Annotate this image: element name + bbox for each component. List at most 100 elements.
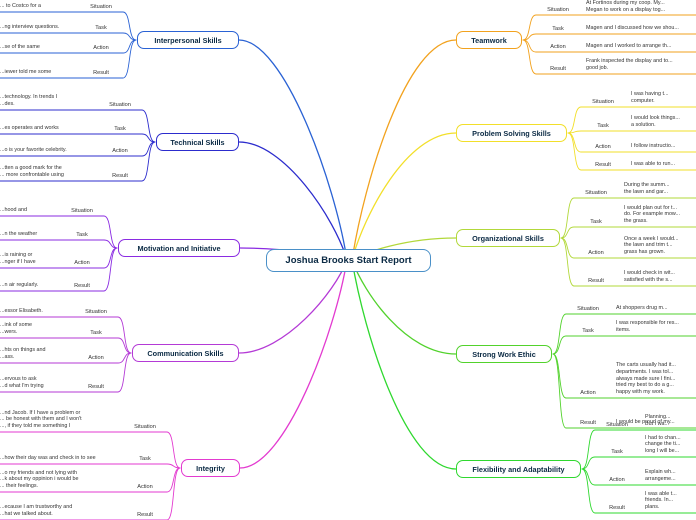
- leaf-text: I would check in wit... satisfied with t…: [624, 270, 675, 284]
- leaf-text: ...ervous to ask ...d what I'm trying: [0, 376, 44, 390]
- sub-label-task[interactable]: Task: [95, 25, 107, 31]
- sub-connector: [166, 463, 181, 469]
- leaf-text: I follow instructio...: [631, 143, 676, 150]
- sub-label-action[interactable]: Action: [88, 355, 104, 361]
- sub-label-result[interactable]: Result: [595, 162, 611, 168]
- leaf-text: ...es operates and works: [0, 125, 59, 132]
- central-topic[interactable]: Joshua Brooks Start Report: [266, 249, 431, 272]
- topic-label: Communication Skills: [147, 348, 224, 358]
- sub-label-result[interactable]: Result: [93, 70, 109, 76]
- sub-label-task[interactable]: Task: [611, 449, 623, 455]
- sub-connector: [522, 39, 537, 53]
- sub-connector: [166, 431, 181, 469]
- sub-label-action[interactable]: Action: [74, 260, 90, 266]
- sub-label-task[interactable]: Task: [90, 330, 102, 336]
- topic-label: Teamwork: [471, 35, 507, 45]
- leaf-text: I was responsible for res... items.: [616, 320, 679, 334]
- sub-connector: [103, 239, 118, 249]
- sub-label-action[interactable]: Action: [595, 144, 611, 150]
- central-topic-label: Joshua Brooks Start Report: [285, 255, 412, 266]
- sub-label-task[interactable]: Task: [114, 126, 126, 132]
- sub-label-result[interactable]: Result: [588, 278, 604, 284]
- sub-label-action[interactable]: Action: [137, 484, 153, 490]
- leaf-text: ...se of the same: [0, 44, 40, 51]
- sub-label-situation[interactable]: Situation: [109, 102, 131, 108]
- sub-connector: [581, 429, 596, 470]
- sub-connector: [552, 313, 567, 355]
- sub-label-situation[interactable]: Situation: [577, 306, 599, 312]
- topic-label: Problem Solving Skills: [472, 128, 551, 138]
- leaf-text: ...n air regularly.: [0, 282, 39, 289]
- sub-connector: [103, 247, 118, 269]
- sub-label-situation[interactable]: Situation: [547, 7, 569, 13]
- topic-communication[interactable]: Communication Skills: [132, 344, 239, 362]
- sub-connector: [117, 352, 132, 393]
- leaf-text: I was able to run...: [631, 161, 676, 168]
- topic-motivation[interactable]: Motivation and Initiative: [118, 239, 240, 257]
- sub-label-situation[interactable]: Situation: [71, 208, 93, 214]
- leaf-text: Once a week I would... the lawn and trim…: [624, 235, 679, 256]
- sub-label-task[interactable]: Task: [139, 456, 151, 462]
- sub-label-situation[interactable]: Situation: [85, 309, 107, 315]
- topic-workethic[interactable]: Strong Work Ethic: [456, 345, 552, 363]
- sub-label-result[interactable]: Result: [609, 505, 625, 511]
- sub-label-result[interactable]: Result: [112, 173, 128, 179]
- sub-label-task[interactable]: Task: [597, 123, 609, 129]
- leaf-text: ...iewer told me some: [0, 69, 52, 76]
- leaf-text: At Fortinos during my coop. My... Megan …: [586, 0, 666, 13]
- leaf-text: I was able t... friends. In... plans.: [645, 490, 677, 511]
- sub-label-task[interactable]: Task: [552, 26, 564, 32]
- sub-label-result[interactable]: Result: [74, 283, 90, 289]
- topic-integrity[interactable]: Integrity: [181, 459, 240, 477]
- leaf-text: I had to chan... change the ti... long I…: [645, 434, 681, 455]
- topic-interpersonal[interactable]: Interpersonal Skills: [137, 31, 239, 49]
- sub-label-action[interactable]: Action: [93, 45, 109, 51]
- leaf-text: ...o is your favorite celebrity.: [0, 147, 67, 154]
- sub-connector: [560, 237, 575, 287]
- topic-label: Integrity: [196, 463, 225, 473]
- topic-label: Motivation and Initiative: [137, 243, 221, 253]
- topic-flexibility[interactable]: Flexibility and Adaptability: [456, 460, 581, 478]
- sub-connector: [166, 467, 181, 520]
- connector-interpersonal: [238, 39, 348, 261]
- sub-connector: [567, 106, 582, 134]
- leaf-text: ...technology. In trends I ...des.: [0, 94, 58, 108]
- sub-label-action[interactable]: Action: [550, 44, 566, 50]
- leaf-text: I would plan out for t... do. For exampl…: [624, 204, 681, 225]
- leaf-text: ...ng interview questions.: [0, 24, 60, 31]
- sub-label-situation[interactable]: Situation: [585, 190, 607, 196]
- sub-connector: [122, 39, 137, 54]
- sub-label-situation[interactable]: Situation: [592, 99, 614, 105]
- sub-label-action[interactable]: Action: [609, 477, 625, 483]
- sub-label-task[interactable]: Task: [582, 328, 594, 334]
- connector-integrity: [239, 259, 348, 469]
- sub-label-result[interactable]: Result: [88, 384, 104, 390]
- connector-workethic: [351, 259, 457, 355]
- leaf-text: Magen and I discussed how we shou...: [586, 25, 679, 32]
- sub-label-action[interactable]: Action: [580, 390, 596, 396]
- sub-connector: [567, 132, 582, 171]
- sub-label-result[interactable]: Result: [580, 420, 596, 426]
- sub-label-task[interactable]: Task: [590, 219, 602, 225]
- sub-label-result[interactable]: Result: [137, 512, 153, 518]
- leaf-text: ...nd Jacob. If I have a problem or ... …: [0, 409, 82, 430]
- sub-connector: [560, 237, 575, 259]
- sub-connector: [141, 141, 156, 157]
- topic-problem[interactable]: Problem Solving Skills: [456, 124, 567, 142]
- sub-label-situation[interactable]: Situation: [606, 422, 628, 428]
- topic-technical[interactable]: Technical Skills: [156, 133, 239, 151]
- topic-organizational[interactable]: Organizational Skills: [456, 229, 560, 247]
- connector-teamwork: [351, 39, 457, 261]
- sub-label-task[interactable]: Task: [76, 232, 88, 238]
- topic-teamwork[interactable]: Teamwork: [456, 31, 522, 49]
- sub-label-action[interactable]: Action: [112, 148, 128, 154]
- leaf-text: ...o my friends and not lying with ...k …: [0, 469, 79, 490]
- sub-label-situation[interactable]: Situation: [90, 4, 112, 10]
- sub-connector: [552, 335, 567, 355]
- topic-label: Interpersonal Skills: [154, 35, 222, 45]
- sub-label-result[interactable]: Result: [550, 66, 566, 72]
- leaf-text: ...n the weather: [0, 231, 38, 238]
- sub-label-action[interactable]: Action: [588, 250, 604, 256]
- sub-label-situation[interactable]: Situation: [134, 424, 156, 430]
